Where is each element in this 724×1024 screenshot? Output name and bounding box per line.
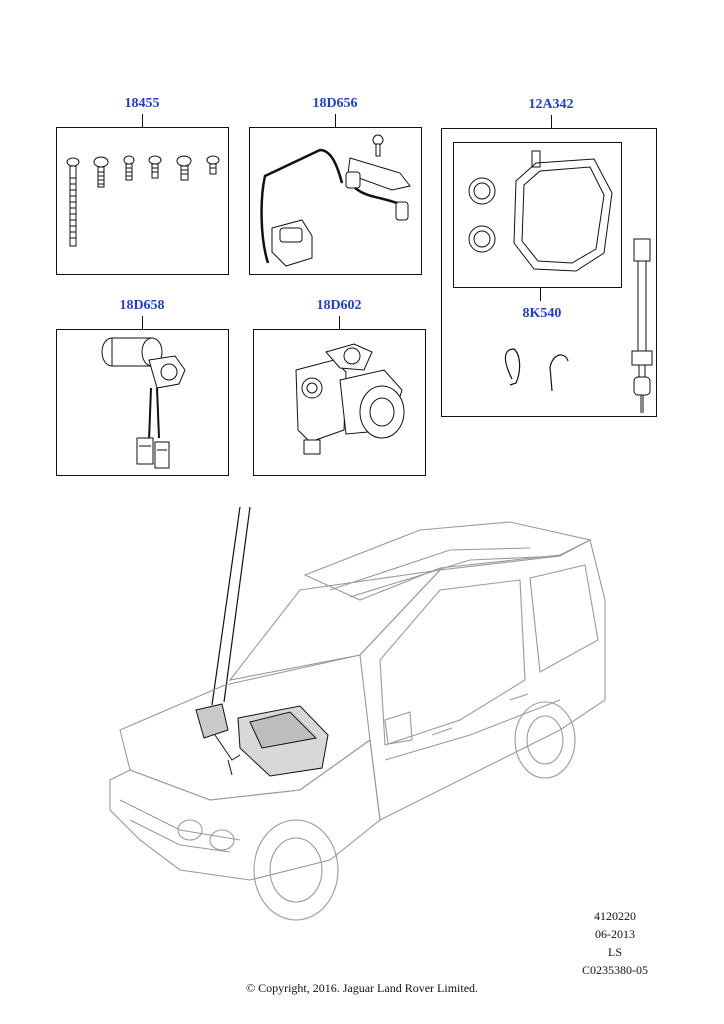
drawing-reference: C0235380-05	[582, 963, 648, 977]
leader-line-8K540	[540, 287, 541, 301]
part-label-12A342[interactable]: 12A342	[528, 97, 574, 112]
harness-illustration	[260, 134, 411, 267]
part-box-12A342[interactable]	[441, 128, 657, 417]
part-label-18D602[interactable]: 18D602	[316, 298, 362, 313]
sensor-wire-illustration	[504, 238, 653, 413]
copyright-text: © Copyright, 2016. Jaguar Land Rover Lim…	[245, 981, 479, 995]
drawing-code: LS	[607, 945, 622, 959]
actuator-illustration	[101, 337, 186, 469]
drawing-number: 4120220	[594, 909, 636, 923]
inner-box-8K540[interactable]	[453, 142, 622, 288]
hvac-unit-drawing	[195, 703, 329, 777]
leader-line-18D602	[339, 316, 340, 329]
leader-line-18455	[142, 114, 143, 127]
callout-pointer-lines	[211, 506, 251, 706]
screws-illustration	[66, 155, 220, 247]
valve-assembly-illustration	[295, 343, 405, 455]
leader-line-18D658	[142, 316, 143, 329]
part-box-18D602[interactable]	[253, 329, 426, 476]
part-box-18D658[interactable]	[56, 329, 229, 476]
part-label-18D658[interactable]: 18D658	[119, 298, 165, 313]
part-label-18455[interactable]: 18455	[124, 96, 160, 111]
leader-line-12A342	[551, 115, 552, 128]
leader-line-18D656	[335, 114, 336, 127]
part-label-8K540[interactable]: 8K540	[522, 306, 562, 321]
part-box-18455[interactable]	[56, 127, 229, 275]
drawing-date: 06-2013	[595, 927, 635, 941]
part-label-18D656[interactable]: 18D656	[312, 96, 358, 111]
gasket-and-orings-illustration	[468, 150, 613, 272]
part-box-18D656[interactable]	[249, 127, 422, 275]
